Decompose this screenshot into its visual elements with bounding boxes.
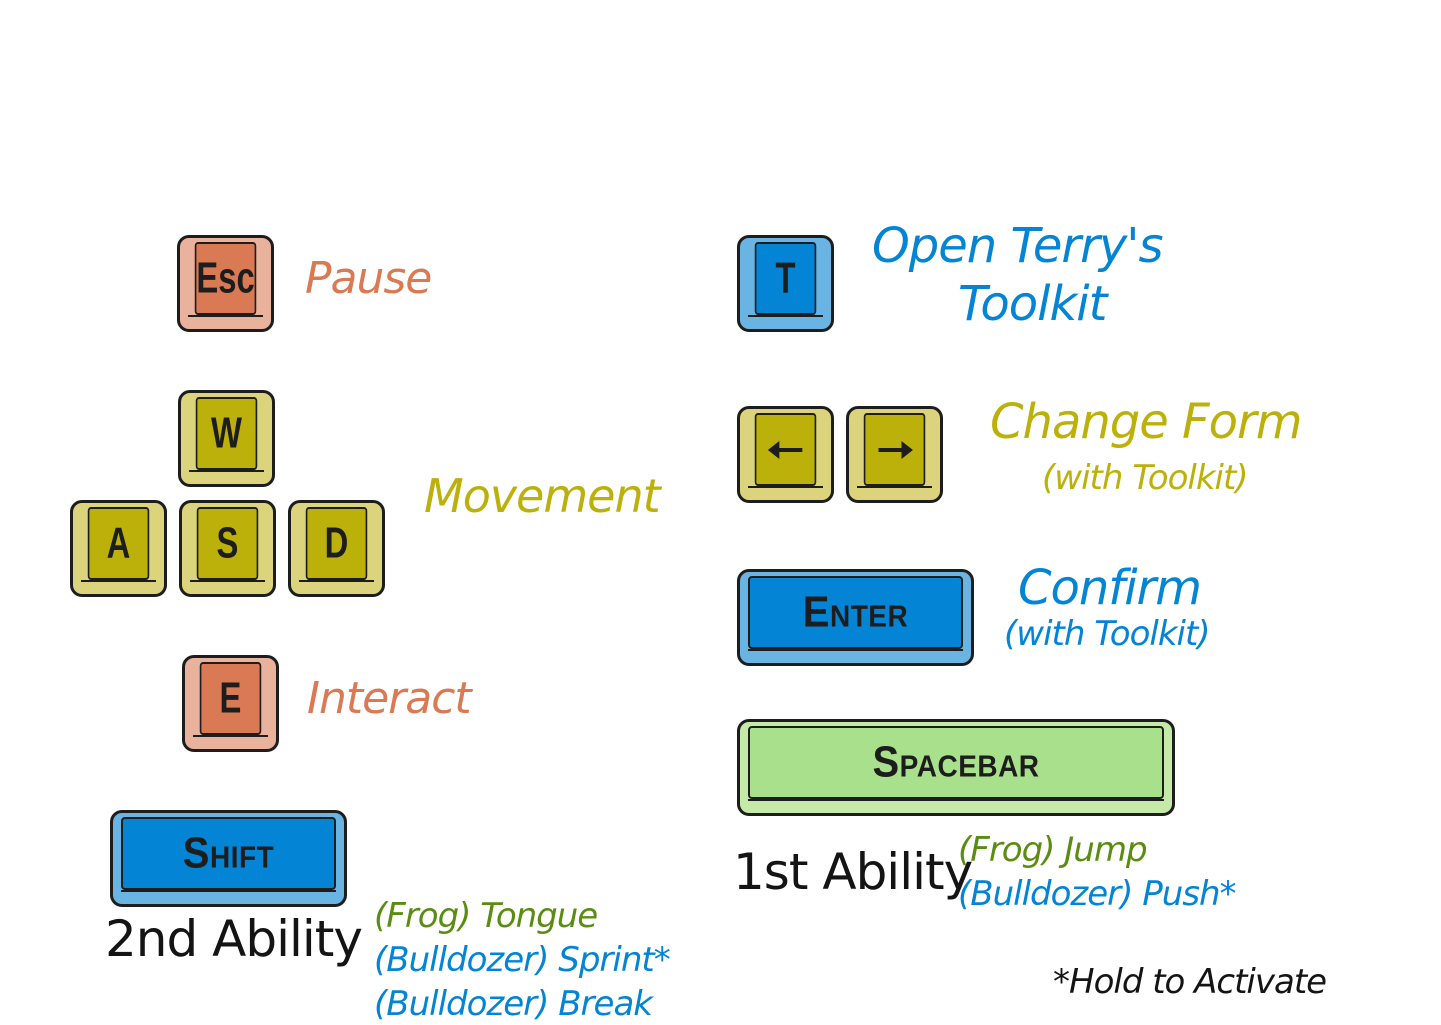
right-arrow-key — [846, 406, 943, 503]
enter-key-label: Enter — [802, 587, 909, 637]
hold-to-activate-note: *Hold to Activate — [1053, 962, 1327, 1002]
open-toolkit-label-line2: Toolkit — [958, 276, 1107, 332]
right-arrow-key-face — [863, 413, 926, 486]
left-arrow-key — [737, 406, 834, 503]
shift-key-label: Shift — [182, 828, 275, 878]
esc-key-face: Esc — [194, 242, 257, 315]
e-key: E — [182, 655, 279, 752]
t-key-face: T — [754, 242, 817, 315]
d-key-label: D — [324, 518, 349, 568]
open-toolkit-label-line1: Open Terry's — [872, 218, 1163, 274]
shift-key: Shift — [110, 810, 347, 907]
second-ability-bulldozer-break: (Bulldozer) Break — [374, 984, 653, 1024]
second-ability-frog-tongue: (Frog) Tongue — [374, 896, 598, 936]
left-arrow-key-face — [754, 413, 817, 486]
arrow-left-icon — [767, 440, 802, 459]
spacebar-key: Spacebar — [737, 719, 1175, 816]
confirm-sublabel: (with Toolkit) — [1004, 614, 1211, 654]
change-form-label: Change Form — [990, 394, 1302, 450]
movement-label: Movement — [424, 469, 661, 523]
esc-key-label: Esc — [196, 253, 255, 303]
a-key: A — [70, 500, 167, 597]
a-key-face: A — [87, 507, 150, 580]
change-form-sublabel: (with Toolkit) — [1042, 458, 1249, 498]
enter-key: Enter — [737, 569, 974, 666]
w-key-label: W — [211, 408, 242, 458]
first-ability-label: 1st Ability — [733, 843, 973, 901]
s-key-face: S — [196, 507, 259, 580]
a-key-label: A — [106, 518, 131, 568]
interact-label: Interact — [307, 673, 472, 724]
esc-key: Esc — [177, 235, 274, 332]
first-ability-frog-jump: (Frog) Jump — [958, 830, 1148, 870]
d-key-face: D — [305, 507, 368, 580]
t-key: T — [737, 235, 834, 332]
e-key-label: E — [219, 673, 242, 723]
second-ability-bulldozer-sprint: (Bulldozer) Sprint* — [374, 940, 671, 980]
w-key-face: W — [195, 397, 258, 470]
spacebar-key-label: Spacebar — [872, 737, 1040, 787]
arrow-right-icon — [878, 440, 913, 459]
enter-key-face: Enter — [748, 576, 963, 649]
s-key-label: S — [216, 518, 239, 568]
s-key: S — [179, 500, 276, 597]
second-ability-label: 2nd Ability — [105, 910, 363, 968]
e-key-face: E — [199, 662, 262, 735]
pause-label: Pause — [305, 253, 432, 304]
d-key: D — [288, 500, 385, 597]
spacebar-key-face: Spacebar — [748, 726, 1164, 799]
t-key-label: T — [775, 253, 796, 303]
first-ability-bulldozer-push: (Bulldozer) Push* — [958, 874, 1237, 914]
shift-key-face: Shift — [121, 817, 336, 890]
w-key: W — [178, 390, 275, 487]
confirm-label: Confirm — [1018, 560, 1202, 616]
